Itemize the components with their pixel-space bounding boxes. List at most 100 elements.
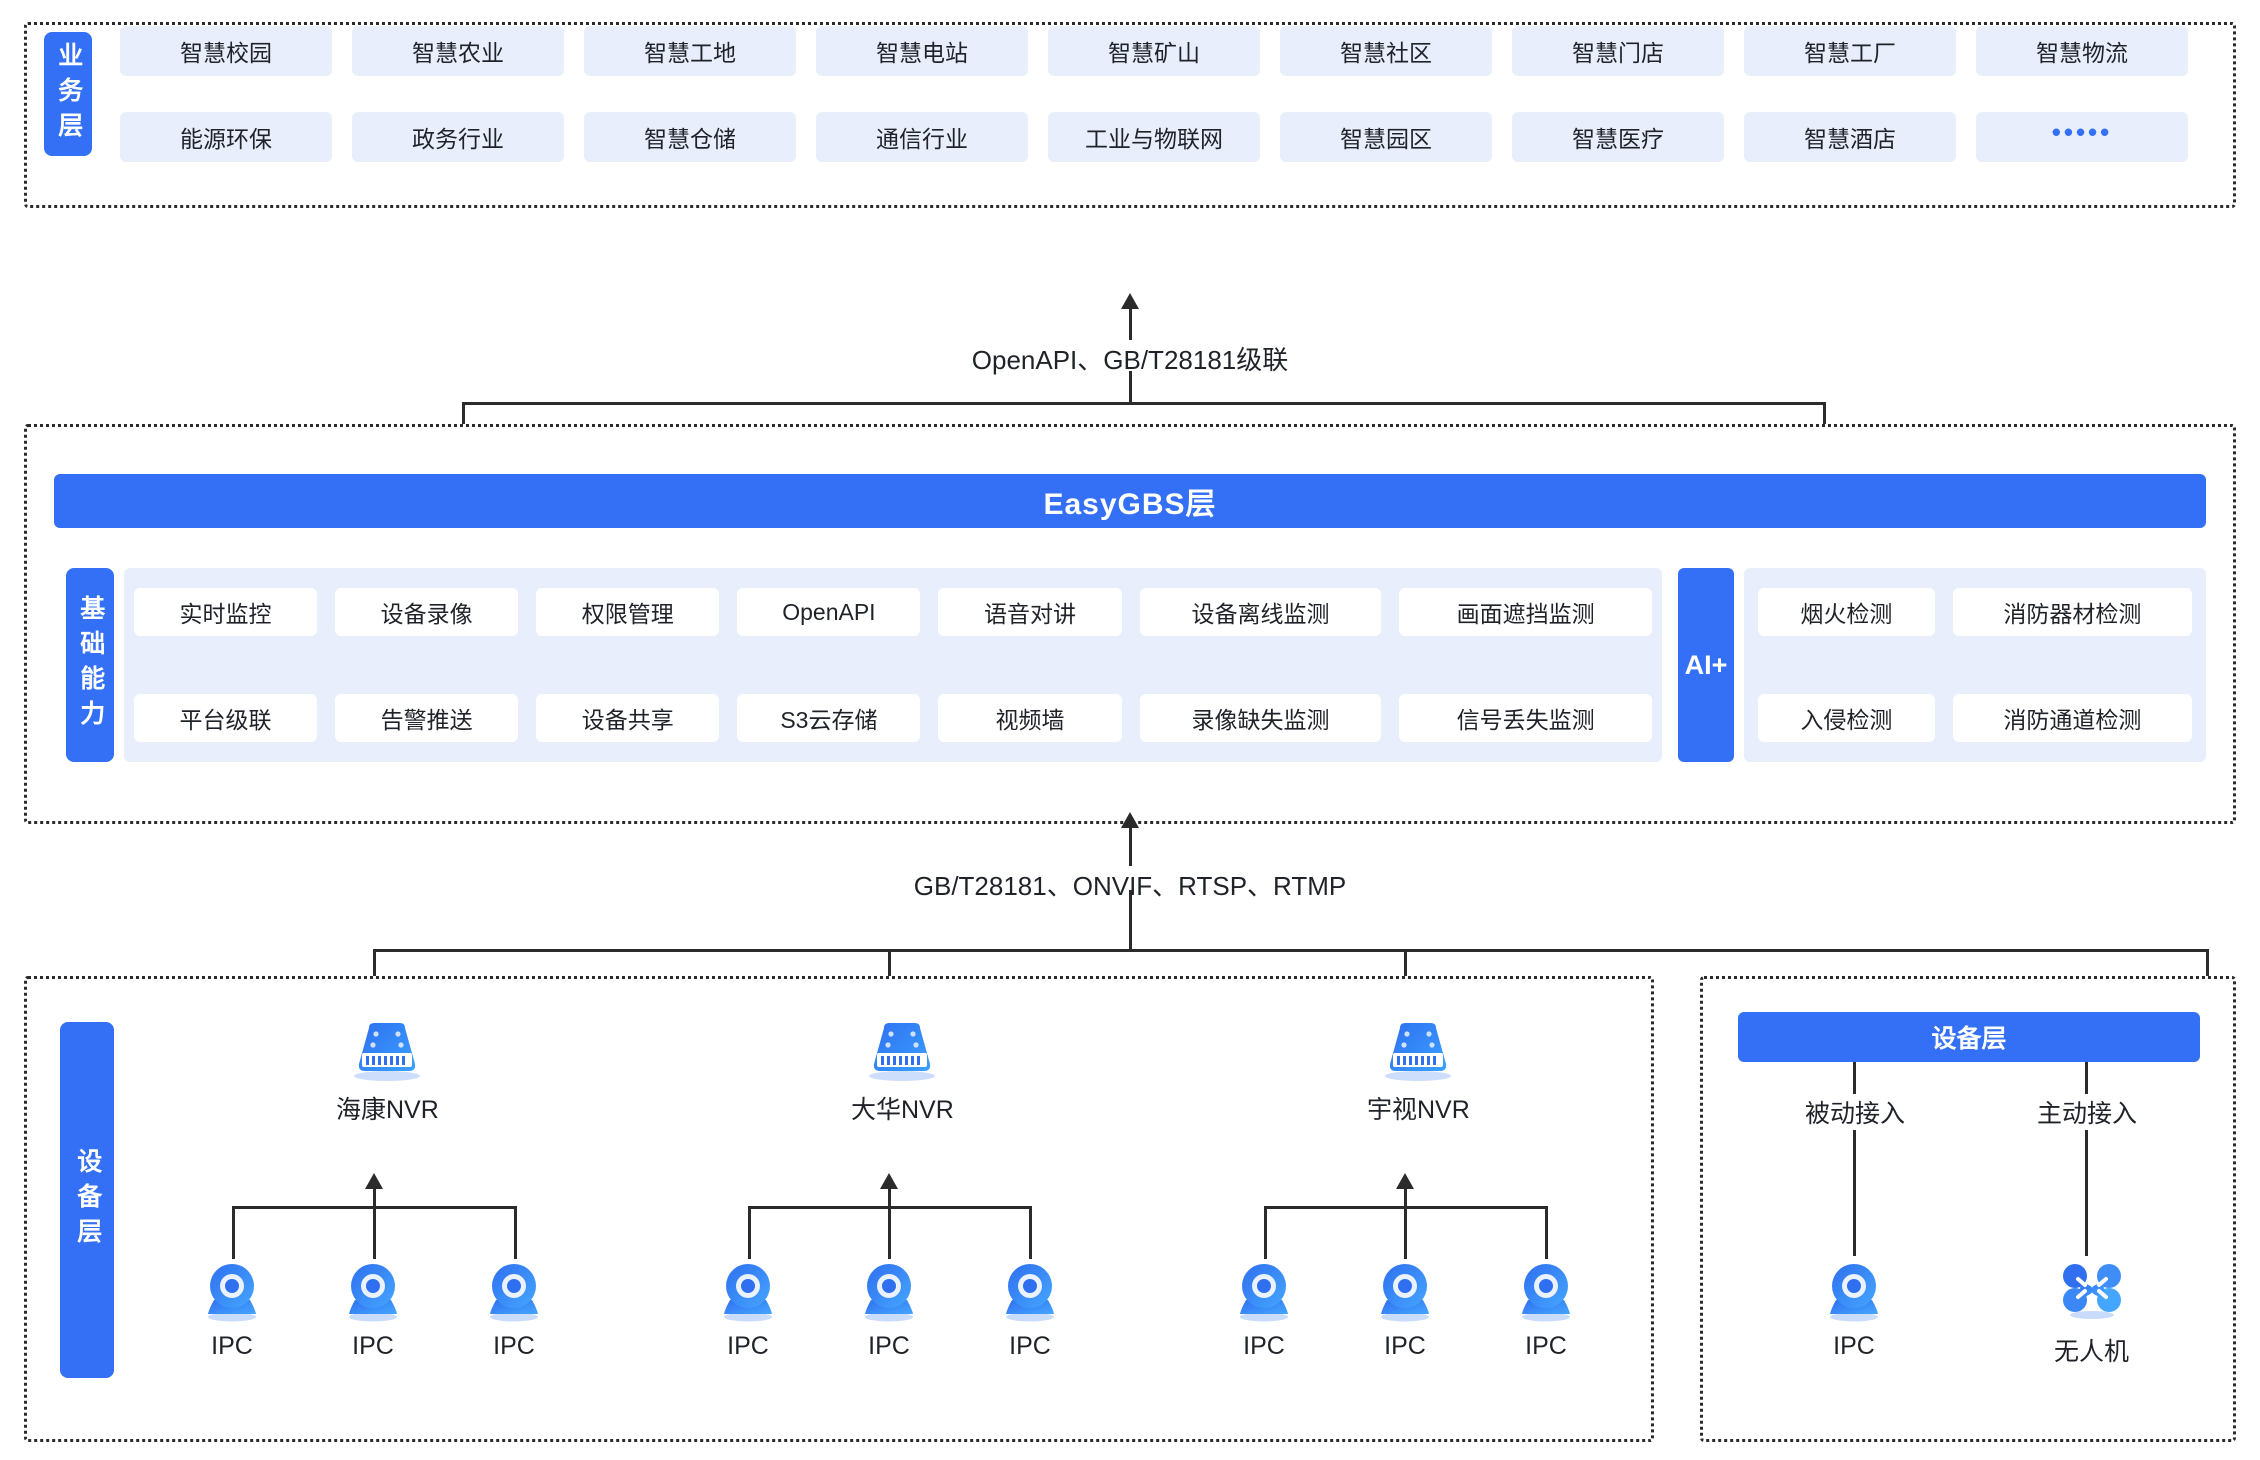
- connector-vline: [1129, 890, 1132, 952]
- business-item[interactable]: 智慧电站: [816, 26, 1028, 76]
- business-item[interactable]: 智慧工地: [584, 26, 796, 76]
- nvr-label: 宇视NVR: [1367, 1096, 1470, 1124]
- ipc-label: IPC: [1384, 1332, 1426, 1360]
- business-item[interactable]: 智慧物流: [1976, 26, 2188, 76]
- easygbs-layer-title: EasyGBS层: [54, 474, 2206, 528]
- capability-item[interactable]: 语音对讲: [938, 588, 1122, 636]
- ipc-label: IPC: [1525, 1332, 1567, 1360]
- ipc-label: IPC: [727, 1332, 769, 1360]
- ipc-node[interactable]: IPC: [998, 1262, 1062, 1361]
- ipc-node[interactable]: IPC: [482, 1262, 546, 1361]
- ipc-label: IPC: [352, 1332, 394, 1360]
- ipc-node[interactable]: IPC: [1514, 1262, 1578, 1361]
- ipc-node[interactable]: IPC: [1373, 1262, 1437, 1361]
- ai-capability-grid: 烟火检测 消防器材检测 入侵检测 消防通道检测: [1758, 588, 2192, 742]
- nvr-node[interactable]: 海康NVR: [336, 1020, 439, 1126]
- connector-vline: [748, 1206, 751, 1259]
- capability-item[interactable]: 信号丢失监测: [1399, 694, 1652, 742]
- capability-item[interactable]: 权限管理: [536, 588, 720, 636]
- capability-item[interactable]: 录像缺失监测: [1139, 694, 1382, 742]
- nvr-label: 海康NVR: [336, 1096, 439, 1124]
- ipc-camera-icon: [1514, 1262, 1578, 1324]
- ipc-node-right[interactable]: IPC: [1822, 1262, 1886, 1361]
- connector-arrow-up-icon: [365, 1173, 383, 1189]
- ipc-node[interactable]: IPC: [857, 1262, 921, 1361]
- business-item-more[interactable]: •••••: [1976, 112, 2188, 162]
- connector-vline: [1264, 1206, 1267, 1259]
- ai-plus-label: AI+: [1678, 568, 1734, 762]
- device-layer-title-right: 设备层: [1738, 1012, 2200, 1062]
- business-item[interactable]: 智慧矿山: [1048, 26, 1260, 76]
- connector-vline: [1545, 1206, 1548, 1259]
- business-item[interactable]: 政务行业: [352, 112, 564, 162]
- capability-item[interactable]: OpenAPI: [737, 588, 921, 636]
- nvr-icon: [349, 1020, 425, 1082]
- capability-item[interactable]: 设备离线监测: [1139, 588, 1382, 636]
- capability-item[interactable]: 平台级联: [134, 694, 318, 742]
- ipc-node[interactable]: IPC: [1232, 1262, 1296, 1361]
- business-item[interactable]: 工业与物联网: [1048, 112, 1260, 162]
- ipc-camera-icon: [1232, 1262, 1296, 1324]
- business-item[interactable]: 通信行业: [816, 112, 1028, 162]
- business-item-grid: 智慧校园 智慧农业 智慧工地 智慧电站 智慧矿山 智慧社区 智慧门店 智慧工厂 …: [120, 26, 2188, 162]
- business-item[interactable]: 智慧社区: [1280, 26, 1492, 76]
- ipc-camera-icon: [341, 1262, 405, 1324]
- ipc-node[interactable]: IPC: [341, 1262, 405, 1361]
- connector-hline: [748, 1206, 1032, 1209]
- basic-capability-label: 基础能力: [66, 568, 114, 762]
- ai-item[interactable]: 消防器材检测: [1952, 588, 2192, 636]
- ipc-camera-icon: [716, 1262, 780, 1324]
- capability-item[interactable]: S3云存储: [737, 694, 921, 742]
- ipc-camera-icon: [200, 1262, 264, 1324]
- connector-hline: [232, 1206, 516, 1209]
- connector-hline: [462, 402, 1826, 405]
- connector-arrow-up-icon: [1121, 293, 1139, 309]
- capability-item[interactable]: 视频墙: [938, 694, 1122, 742]
- ipc-camera-icon: [857, 1262, 921, 1324]
- connector-vline: [1129, 828, 1132, 870]
- nvr-node[interactable]: 大华NVR: [851, 1020, 954, 1126]
- ai-item[interactable]: 烟火检测: [1758, 588, 1935, 636]
- ipc-label: IPC: [493, 1332, 535, 1360]
- business-item[interactable]: 智慧仓储: [584, 112, 796, 162]
- capability-item[interactable]: 告警推送: [335, 694, 519, 742]
- ipc-label: IPC: [1833, 1332, 1875, 1360]
- device-layer-label: 设备层: [60, 1022, 114, 1378]
- business-item[interactable]: 智慧工厂: [1744, 26, 1956, 76]
- business-item[interactable]: 智慧农业: [352, 26, 564, 76]
- ipc-label: IPC: [868, 1332, 910, 1360]
- nvr-node[interactable]: 宇视NVR: [1367, 1020, 1470, 1126]
- connector-vline: [2085, 1172, 2088, 1256]
- business-item[interactable]: 智慧医疗: [1512, 112, 1724, 162]
- drone-node[interactable]: 无人机: [2054, 1262, 2129, 1368]
- business-item[interactable]: 智慧园区: [1280, 112, 1492, 162]
- connector-vline: [373, 1189, 376, 1259]
- capability-item[interactable]: 设备共享: [536, 694, 720, 742]
- ai-item[interactable]: 消防通道检测: [1952, 694, 2192, 742]
- ai-capability-box: 烟火检测 消防器材检测 入侵检测 消防通道检测: [1744, 568, 2206, 762]
- business-layer-label: 业务层: [44, 32, 92, 156]
- ipc-node[interactable]: IPC: [200, 1262, 264, 1361]
- capability-item[interactable]: 画面遮挡监测: [1399, 588, 1652, 636]
- drone-icon: [2060, 1262, 2124, 1324]
- ipc-camera-icon: [998, 1262, 1062, 1324]
- connector-vline: [1029, 1206, 1032, 1259]
- connector-arrow-up-icon: [1121, 812, 1139, 828]
- connector-vline: [1129, 371, 1132, 405]
- ipc-node[interactable]: IPC: [716, 1262, 780, 1361]
- connector-arrow-up-icon: [880, 1173, 898, 1189]
- connector-vline: [888, 1189, 891, 1259]
- capability-item[interactable]: 实时监控: [134, 588, 318, 636]
- capability-item[interactable]: 设备录像: [335, 588, 519, 636]
- business-item[interactable]: 智慧校园: [120, 26, 332, 76]
- business-item[interactable]: 能源环保: [120, 112, 332, 162]
- business-item[interactable]: 智慧门店: [1512, 26, 1724, 76]
- connector-vline: [1404, 1189, 1407, 1259]
- ai-item[interactable]: 入侵检测: [1758, 694, 1935, 742]
- connector-vline: [232, 1206, 235, 1259]
- connector-hline: [373, 949, 2209, 952]
- active-access-label: 主动接入: [2026, 1094, 2148, 1130]
- top-connector-label: OpenAPI、GB/T28181级联: [959, 340, 1301, 377]
- business-item[interactable]: 智慧酒店: [1744, 112, 1956, 162]
